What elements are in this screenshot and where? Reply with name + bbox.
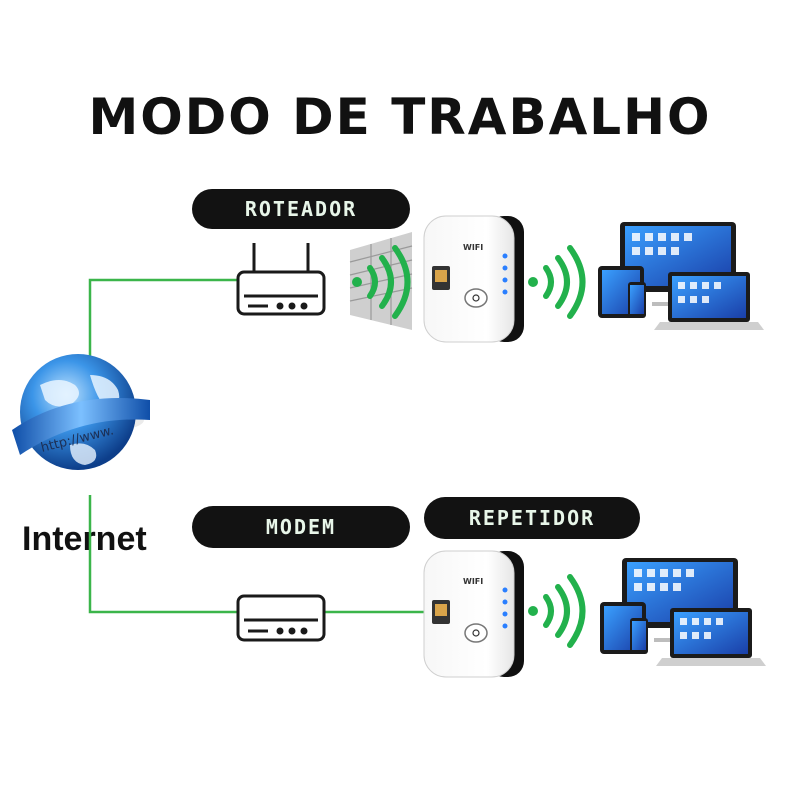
internet-to-modem-line xyxy=(88,495,238,614)
modem-label: MODEM xyxy=(265,515,337,539)
repeater-top-wifi-signal-icon xyxy=(528,245,586,319)
modem-label-pill: MODEM xyxy=(192,506,410,548)
repeater-device-bottom: WIFI xyxy=(423,550,524,678)
repeater-bottom-wifi-signal-icon xyxy=(528,574,586,648)
connection-lines xyxy=(88,278,428,614)
router-label: ROTEADOR xyxy=(244,197,358,221)
router-label-pill: ROTEADOR xyxy=(192,189,410,229)
repeater-top-brand: WIFI xyxy=(463,243,483,252)
repeater-label: REPETIDOR xyxy=(468,506,596,530)
client-devices-top-icon xyxy=(598,222,764,330)
modem-icon xyxy=(236,594,326,642)
client-devices-bottom-icon xyxy=(600,558,766,666)
wall-wifi-signal-icon xyxy=(352,245,411,319)
repeater-device-top: WIFI xyxy=(423,215,524,343)
router-icon xyxy=(236,243,326,316)
page-title: MODO DE TRABALHO xyxy=(88,88,712,146)
globe-icon: http://www. xyxy=(12,354,150,470)
repeater-bottom-brand: WIFI xyxy=(463,577,483,586)
internet-to-router-line xyxy=(88,278,238,365)
internet-label: Internet xyxy=(22,520,147,558)
repeater-label-pill: REPETIDOR xyxy=(424,497,640,539)
